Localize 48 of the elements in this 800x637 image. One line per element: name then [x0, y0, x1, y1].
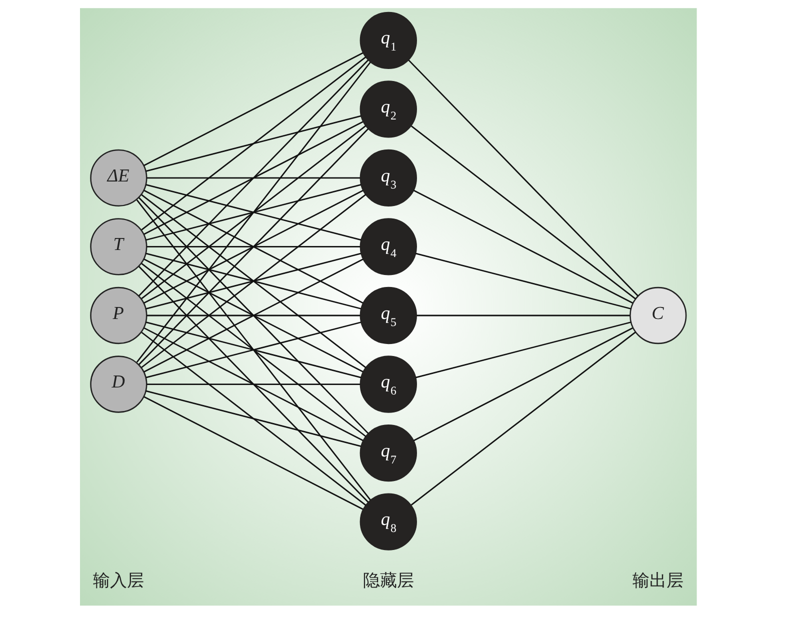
node-circle: q$_{2}$ — [360, 80, 417, 138]
connector — [410, 331, 636, 506]
node-circle: q$_{4}$ — [360, 218, 417, 276]
connector — [136, 200, 371, 500]
connector — [138, 128, 369, 365]
connector — [138, 197, 369, 434]
connector — [136, 62, 371, 363]
connector — [138, 266, 369, 503]
connector — [413, 190, 633, 304]
node-circle: q$_{3}$ — [360, 149, 417, 207]
connector — [141, 332, 366, 506]
connector — [413, 327, 633, 442]
node-circle: ΔE — [90, 149, 148, 207]
connector — [144, 121, 364, 235]
connector — [408, 60, 638, 296]
connector — [141, 263, 366, 438]
node-circle: q$_{5}$ — [360, 286, 417, 344]
connector — [144, 190, 364, 304]
connector — [146, 115, 362, 172]
node-circle: T — [90, 218, 148, 276]
connector — [144, 327, 364, 442]
label: 输出层 — [632, 571, 684, 592]
connector — [146, 322, 362, 378]
label: 隐藏层 — [362, 571, 414, 592]
node-circle: q$_{8}$ — [360, 493, 417, 550]
connector — [138, 60, 369, 296]
connector — [146, 246, 360, 248]
node-circle: P — [90, 286, 148, 344]
connector — [144, 52, 364, 166]
connector — [146, 384, 360, 385]
connector — [415, 252, 631, 310]
node-circle: q$_{1}$ — [360, 12, 417, 69]
connector — [144, 258, 364, 372]
connector — [144, 396, 364, 510]
node-circle: q$_{7}$ — [360, 424, 417, 482]
connector — [141, 125, 366, 300]
label: 输入层 — [93, 571, 144, 592]
connector — [146, 177, 360, 179]
connector — [410, 126, 636, 300]
node-circle: C — [630, 286, 687, 344]
connector — [146, 390, 362, 447]
connector — [146, 252, 362, 310]
node-circle: D — [90, 356, 148, 413]
connector — [415, 322, 631, 378]
connector — [146, 314, 360, 316]
connector — [416, 314, 630, 316]
connector — [141, 56, 366, 230]
node-circle: q$_{6}$ — [360, 356, 417, 413]
